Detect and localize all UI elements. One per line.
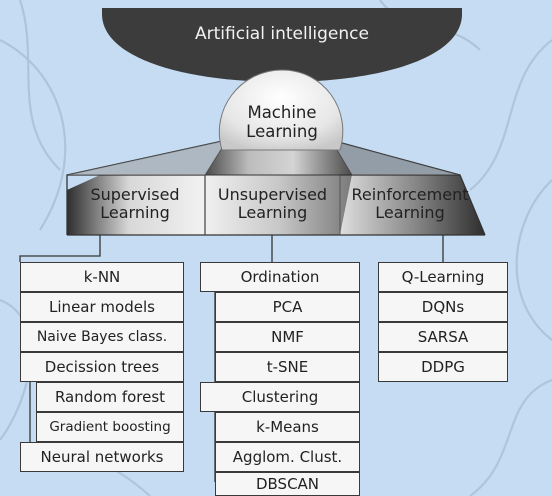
reinforcement-item-sarsa: SARSA (378, 322, 508, 352)
supervised-item-decision-trees: Decission trees (20, 352, 184, 382)
unsupervised-item-pca: PCA (215, 292, 360, 322)
ml-bubble (218, 69, 344, 151)
ai-ellipse (102, 8, 462, 82)
supervised-item-random-forest: Random forest (36, 382, 184, 412)
unsupervised-item-ordination: Ordination (200, 262, 360, 292)
category-supervised: Supervised Learning (90, 184, 180, 222)
ai-title: Artificial intelligence (195, 24, 369, 45)
unsupervised-item-tsne: t-SNE (215, 352, 360, 382)
unsupervised-item-dbscan: DBSCAN (215, 472, 360, 496)
reinforcement-item-q-learning: Q-Learning (378, 262, 508, 292)
supervised-item-linear-models: Linear models (20, 292, 184, 322)
category-unsupervised: Unsupervised Learning (217, 184, 328, 222)
supervised-item-knn: k-NN (20, 262, 184, 292)
ml-title: Machine Learning (246, 103, 318, 141)
category-reinforcement: Reinforcement Learning (351, 184, 469, 222)
supervised-item-naive-bayes: Naive Bayes class. (20, 322, 184, 352)
unsupervised-item-clustering: Clustering (200, 382, 360, 412)
reinforcement-item-dqns: DQNs (378, 292, 508, 322)
supervised-item-gradient-boosting: Gradient boosting (36, 412, 184, 442)
unsupervised-item-agglom-clust: Agglom. Clust. (215, 442, 360, 472)
unsupervised-item-nmf: NMF (215, 322, 360, 352)
supervised-item-neural-networks: Neural networks (20, 442, 184, 472)
unsupervised-item-kmeans: k-Means (215, 412, 360, 442)
reinforcement-item-ddpg: DDPG (378, 352, 508, 382)
